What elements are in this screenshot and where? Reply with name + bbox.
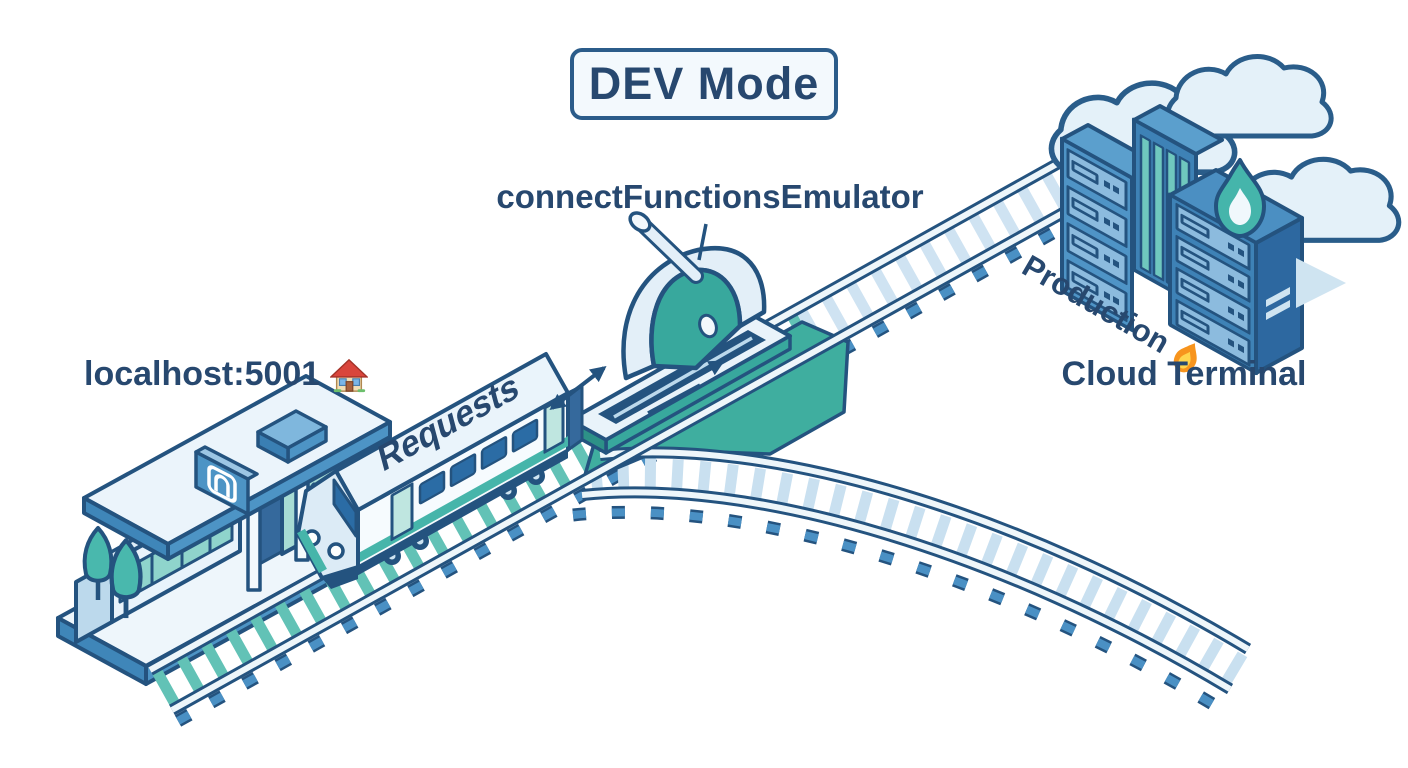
localhost-text: localhost:5001 — [84, 355, 321, 394]
cloud-terminal-label: Cloud Terminal — [1061, 355, 1307, 393]
teal-flame-icon — [1214, 158, 1266, 238]
server-racks — [1060, 104, 1346, 376]
production-label: Production — [1016, 248, 1209, 380]
switch-lever — [568, 211, 792, 455]
dev-mode-badge: DEV Mode — [570, 48, 838, 120]
train-window — [480, 436, 508, 470]
direction-arrow — [653, 360, 725, 402]
cloud — [1165, 54, 1334, 139]
train-window — [449, 453, 477, 488]
emulator-label: connectFunctionsEmulator — [496, 178, 924, 215]
drive-rows — [1066, 148, 1128, 322]
dev-mode-label: DEV Mode — [588, 58, 820, 109]
train-window — [418, 470, 446, 505]
train-headlight — [327, 542, 345, 560]
toggle-arrow — [549, 366, 607, 410]
annotations — [549, 223, 725, 415]
doorway-glyph-icon — [207, 465, 237, 503]
branch-track-ties — [572, 458, 1248, 715]
home-icon — [330, 358, 369, 393]
tree — [109, 538, 143, 619]
ground-shadow — [1296, 258, 1346, 308]
branch-track-rails — [581, 446, 1252, 695]
train-windshield — [332, 478, 358, 538]
localhost-label: localhost:5001 — [84, 355, 369, 394]
emulator-pointer-line — [697, 223, 708, 261]
train-window — [511, 418, 539, 453]
tree — [82, 526, 114, 600]
requests-train — [296, 352, 584, 589]
drive-rows — [1175, 203, 1251, 367]
train-door — [390, 482, 414, 542]
fire-icon — [1173, 343, 1197, 373]
